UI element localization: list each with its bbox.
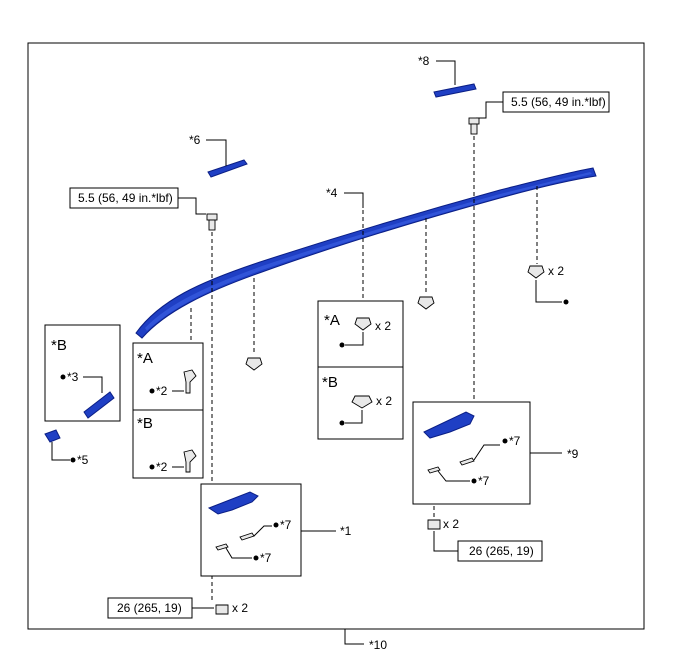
view-label-b-mid: *B — [322, 374, 338, 391]
clip-icon — [417, 296, 435, 310]
part-6: *6 — [189, 133, 248, 178]
bolt-icon — [468, 117, 480, 135]
view-label-b-far-left: *B — [51, 337, 67, 354]
callout-1: *1 — [340, 524, 352, 538]
qty-mid-a: x 2 — [375, 319, 391, 333]
view-label-b-left: *B — [137, 415, 153, 432]
callout-2b: *2 — [156, 460, 168, 474]
part-5: *5 — [44, 429, 89, 467]
right-nut-group: x 2 26 (265, 19) — [427, 517, 543, 562]
mid-view-box: *A x 2 *B x 2 — [317, 300, 404, 440]
callout-7d: *7 — [478, 474, 490, 488]
callout-2a: *2 — [156, 384, 168, 398]
qty-right-clip: x 2 — [548, 264, 564, 278]
callout-7b: *7 — [260, 551, 272, 565]
bracket-box-1: *7 *7 — [200, 483, 302, 577]
callout-6: *6 — [189, 133, 201, 147]
qty-bottom-nut: x 2 — [232, 601, 248, 615]
qty-right-nut: x 2 — [443, 517, 459, 531]
left-view-box: *A *2 *B *2 — [132, 342, 204, 479]
part-8: *8 — [418, 54, 477, 98]
right-bolt-group: 5.5 (56, 49 in.*lbf) — [468, 91, 610, 420]
clip-icon — [245, 357, 263, 371]
callout-5: *5 — [77, 453, 89, 467]
bottom-nut-group: 26 (265, 19) x 2 — [107, 597, 248, 619]
callout-10: *10 — [369, 638, 387, 652]
torque-bottom-nut: 26 (265, 19) — [117, 601, 182, 615]
qty-mid-b: x 2 — [376, 394, 392, 408]
callout-4: *4 — [326, 186, 338, 200]
callout-7a: *7 — [280, 518, 292, 532]
callout-7c: *7 — [509, 434, 521, 448]
torque-left-bolt: 5.5 (56, 49 in.*lbf) — [78, 191, 173, 205]
torque-right-nut: 26 (265, 19) — [469, 544, 534, 558]
callout-3: *3 — [67, 370, 79, 384]
callout-9: *9 — [567, 447, 579, 461]
view-label-a-mid: *A — [324, 312, 340, 329]
bolt-icon — [206, 213, 218, 231]
torque-right-bolt: 5.5 (56, 49 in.*lbf) — [511, 95, 606, 109]
left-bolt-group: 5.5 (56, 49 in.*lbf) — [69, 187, 218, 600]
far-left-view-box: *B *3 — [44, 324, 121, 422]
callout-8: *8 — [418, 54, 430, 68]
right-clip-group: x 2 — [527, 264, 569, 305]
bracket-box-9: *7 *7 — [412, 401, 531, 505]
roof-rail-part — [135, 167, 597, 339]
view-label-a-left: *A — [137, 350, 153, 367]
